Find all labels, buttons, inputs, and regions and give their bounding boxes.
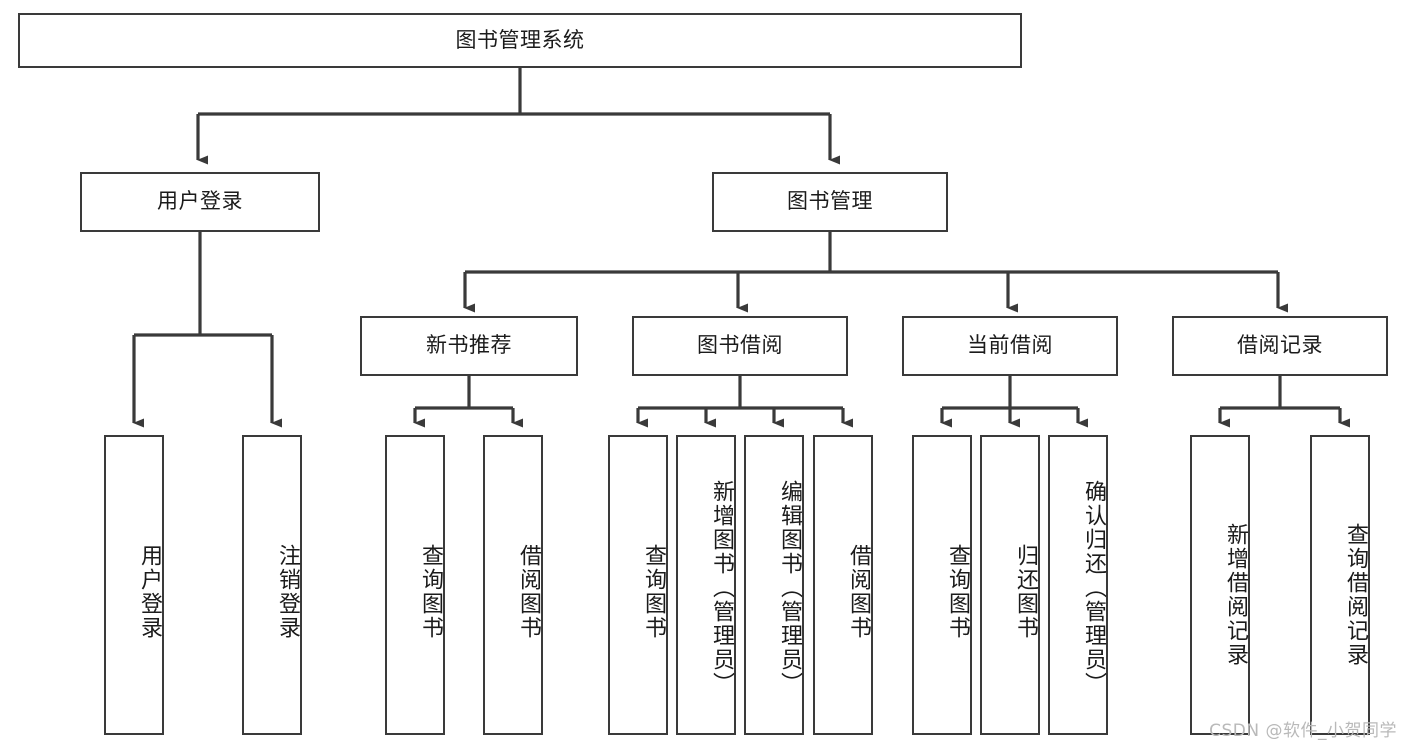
node-root-label: 图书管理系统 [455, 27, 585, 52]
leaf-query-book-2[interactable]: 查询图书 [608, 435, 668, 735]
node-book-manage-label: 图书管理 [787, 189, 873, 214]
node-user-login-label: 用户登录 [157, 189, 243, 214]
node-book-manage[interactable]: 图书管理 [712, 172, 948, 232]
leaf-query-record-label: 查询借阅记录 [1343, 523, 1368, 667]
node-book-borrow-label: 图书借阅 [697, 333, 783, 358]
node-root[interactable]: 图书管理系统 [18, 13, 1022, 68]
node-new-book-rec[interactable]: 新书推荐 [360, 316, 578, 376]
node-new-book-rec-label: 新书推荐 [426, 333, 512, 358]
leaf-user-login-label: 用户登录 [137, 544, 162, 640]
leaf-return-book-label: 归还图书 [1013, 544, 1038, 640]
leaf-logout-label: 注销登录 [275, 544, 300, 640]
leaf-edit-book-label: 编辑图书（管理员） [777, 480, 802, 696]
leaf-return-book[interactable]: 归还图书 [980, 435, 1040, 735]
leaf-borrow-book-1[interactable]: 借阅图书 [483, 435, 543, 735]
leaf-query-book-2-label: 查询图书 [641, 544, 666, 640]
leaf-add-record[interactable]: 新增借阅记录 [1190, 435, 1250, 735]
leaf-add-book[interactable]: 新增图书（管理员） [676, 435, 736, 735]
leaf-query-book-3-label: 查询图书 [945, 544, 970, 640]
node-borrow-record[interactable]: 借阅记录 [1172, 316, 1388, 376]
leaf-confirm-return[interactable]: 确认归还（管理员） [1048, 435, 1108, 735]
node-user-login[interactable]: 用户登录 [80, 172, 320, 232]
watermark: CSDN @软件_小贺同学 [1209, 721, 1397, 741]
leaf-query-record[interactable]: 查询借阅记录 [1310, 435, 1370, 735]
leaf-borrow-book-2-label: 借阅图书 [846, 544, 871, 640]
leaf-confirm-return-label: 确认归还（管理员） [1081, 480, 1106, 696]
leaf-add-record-label: 新增借阅记录 [1223, 523, 1248, 667]
leaf-edit-book[interactable]: 编辑图书（管理员） [744, 435, 804, 735]
leaf-borrow-book-2[interactable]: 借阅图书 [813, 435, 873, 735]
leaf-query-book-1[interactable]: 查询图书 [385, 435, 445, 735]
leaf-query-book-1-label: 查询图书 [418, 544, 443, 640]
leaf-logout[interactable]: 注销登录 [242, 435, 302, 735]
node-current-borrow[interactable]: 当前借阅 [902, 316, 1118, 376]
leaf-borrow-book-1-label: 借阅图书 [516, 544, 541, 640]
leaf-user-login[interactable]: 用户登录 [104, 435, 164, 735]
leaf-query-book-3[interactable]: 查询图书 [912, 435, 972, 735]
leaf-add-book-label: 新增图书（管理员） [709, 480, 734, 696]
node-current-borrow-label: 当前借阅 [967, 333, 1053, 358]
node-book-borrow[interactable]: 图书借阅 [632, 316, 848, 376]
node-borrow-record-label: 借阅记录 [1237, 333, 1323, 358]
